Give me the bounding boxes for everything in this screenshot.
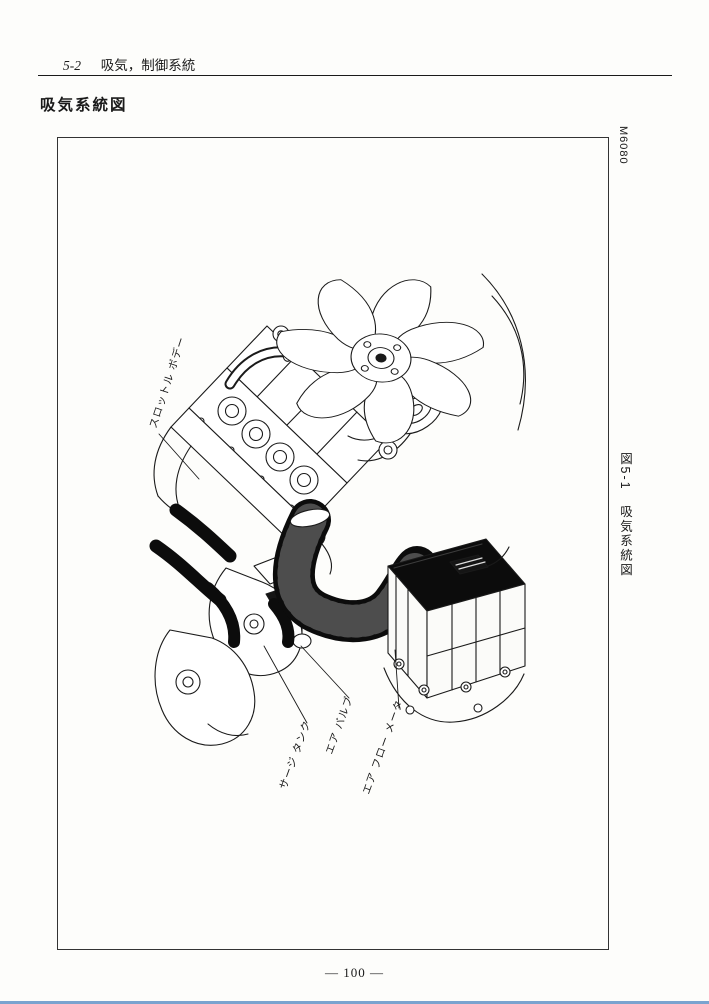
leader-throttle-body [158, 433, 200, 480]
leader-surge-tank [263, 645, 308, 724]
label-air-flow-meter: エア フロー メータ [361, 698, 406, 796]
cooling-fan-icon [276, 279, 484, 444]
engine-intake-diagram: スロットル ボデー サージ タンク エア バルブ エア フロー メータ [146, 273, 526, 796]
figure-frame: スロットル ボデー サージ タンク エア バルブ エア フロー メータ [57, 137, 609, 950]
figure-caption: 図5-1 吸気系統図 [618, 452, 632, 578]
leader-air-valve [300, 645, 350, 699]
page-number: — 100 — [325, 965, 384, 980]
section-title: 吸気，制御系統 [100, 58, 196, 73]
air-valve-part [292, 633, 312, 649]
leader-air-flow-meter [394, 649, 400, 709]
label-air-valve: エア バルブ [323, 694, 356, 756]
page-title: 吸気系統図 [40, 97, 128, 114]
air-flow-meter-part [383, 538, 526, 723]
header-rule [38, 75, 672, 76]
figure-code: M6080 [617, 126, 629, 165]
scan-edge-line [0, 1001, 709, 1004]
label-surge-tank: サージ タンク [278, 719, 314, 791]
vacuum-hoses [149, 503, 295, 648]
engine-lower-detail [154, 629, 256, 746]
leader-lines [158, 433, 400, 724]
page-header: 5-2 吸気，制御系統 [63, 54, 195, 74]
section-number: 5-2 [63, 58, 81, 73]
